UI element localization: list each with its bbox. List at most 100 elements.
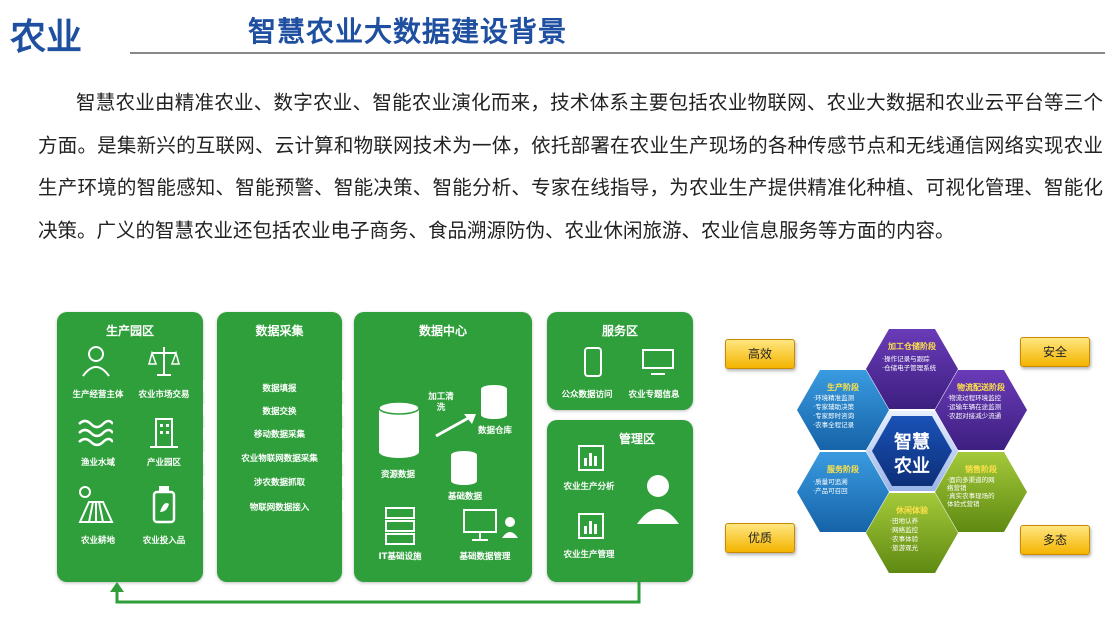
page-title: 智慧农业大数据建设背景 [248, 15, 568, 48]
hex-line: 体验式营销 [947, 500, 980, 508]
production-item-5: 农业耕地 [80, 536, 115, 546]
flow-arrow [342, 452, 354, 464]
collection-item-1: 数据填报 [262, 384, 297, 394]
hex-line: ·田地认养 [890, 517, 919, 525]
collection-panel: 数据采集 数据填报 数据交换 移动数据采集 农业物联网数据采集 涉农数据抓取 物… [217, 312, 342, 582]
hex-line: 络营销 [947, 484, 967, 492]
production-item-6: 农业投入品 [142, 536, 186, 546]
hex-title: 休闲体验 [896, 506, 928, 515]
management-item-1: 农业生产分析 [563, 482, 615, 492]
hex-title: 服务阶段 [827, 465, 859, 474]
header: 农业 智慧农业大数据建设背景 [0, 0, 1110, 62]
tag-quality: 优质 [725, 523, 795, 553]
service-item-2: 农业专题信息 [628, 390, 680, 400]
manager-icon [637, 475, 679, 524]
flow-arrow [203, 452, 215, 464]
water-icon [78, 419, 113, 447]
service-item-1: 公众数据访问 [561, 390, 613, 400]
hex-line: ·操作记录与跟踪 [882, 355, 930, 363]
center-line-2: 农业 [894, 456, 930, 477]
building-icon [150, 418, 178, 448]
bottle-icon [152, 486, 176, 524]
architecture-diagram: 生产园区 生产经营主体 农业市场交易 渔业水域 产业园区 农业耕地 农业投入品 … [57, 312, 693, 607]
management-title: 管理区 [618, 432, 655, 446]
hex-line: ·运输车辆在途监测 [947, 403, 1002, 411]
intro-paragraph: 智慧农业由精准农业、数字农业、智能农业演化而来，技术体系主要包括农业物联网、农业… [38, 91, 1103, 242]
title-divider [130, 52, 1105, 54]
hex-line: ·专家即时咨询 [813, 412, 855, 420]
base-db-icon [451, 451, 477, 485]
tag-diverse: 多态 [1020, 525, 1090, 555]
server-icon [385, 507, 415, 545]
flow-arrow [203, 500, 215, 512]
collection-item-5: 涉农数据抓取 [253, 478, 305, 488]
monitor-icon [642, 349, 674, 375]
hex-line: ·农事体验 [890, 535, 919, 543]
tag-efficient: 高效 [725, 339, 795, 369]
datacenter-title: 数据中心 [418, 324, 467, 338]
hex-line: ·旅游观光 [890, 544, 919, 552]
scale-icon [148, 347, 180, 376]
flow-arrow [342, 404, 354, 416]
production-title: 生产园区 [105, 324, 154, 338]
collection-title: 数据采集 [255, 324, 304, 338]
flow-arrow [203, 428, 215, 440]
chart-doc-icon [578, 445, 604, 471]
datacenter-item-5: IT基础设施 [378, 552, 422, 562]
hex-line: ·农超对接减少流通 [947, 412, 1002, 420]
hex-line: ·环境精准监测 [813, 394, 855, 402]
collection-item-6: 物联网数据接入 [249, 503, 310, 513]
datacenter-item-1: 加工清洗 [428, 392, 454, 413]
warehouse-db-icon [481, 385, 507, 419]
collection-item-2: 数据交换 [262, 407, 297, 417]
service-panel: 服务区 公众数据访问 农业专题信息 [547, 312, 693, 410]
hexagon-diagram: 高效 安全 优质 多态 加工仓储阶段 ·操作记录与跟踪 ·仓储电子管理系统 生产… [715, 325, 1110, 585]
production-panel: 生产园区 生产经营主体 农业市场交易 渔业水域 产业园区 农业耕地 农业投入品 [57, 312, 203, 582]
hex-line: ·专家辅助决策 [813, 403, 855, 411]
flow-arrow [203, 380, 215, 392]
arrow-icon [435, 414, 476, 438]
datacenter-item-6: 基础数据管理 [459, 552, 511, 562]
hex-line: ·产品可召回 [813, 487, 848, 495]
collection-item-4: 农业物联网数据采集 [241, 454, 318, 464]
flow-arrow [203, 404, 215, 416]
hex-title: 生产阶段 [827, 383, 859, 392]
hex-line: ·面向多渠道的网 [947, 476, 995, 484]
center-line-1: 智慧 [894, 432, 930, 453]
datacenter-item-4: 基础数据 [447, 492, 482, 502]
phone-icon [584, 347, 602, 377]
chart-doc-icon [578, 513, 604, 539]
production-item-2: 农业市场交易 [138, 390, 190, 400]
hex-line: ·网络监控 [890, 526, 919, 534]
hex-line: ·真实农事现场的 [947, 492, 995, 500]
hex-line: ·农事全程记录 [813, 421, 855, 429]
hex-title: 加工仓储阶段 [888, 342, 936, 351]
flow-arrow [342, 380, 354, 392]
service-title: 服务区 [601, 324, 638, 338]
production-item-1: 生产经营主体 [72, 390, 124, 400]
collection-item-3: 移动数据采集 [253, 430, 305, 440]
flow-arrow [342, 476, 354, 488]
flow-arrow [342, 500, 354, 512]
flow-arrow [203, 476, 215, 488]
management-item-2: 农业生产管理 [563, 550, 615, 560]
hex-title: 销售阶段 [965, 465, 997, 474]
management-panel: 管理区 农业生产分析 农业生产管理 [547, 420, 693, 582]
datacenter-item-3: 资源数据 [380, 470, 415, 480]
production-item-4: 产业园区 [146, 458, 181, 468]
flow-arrow [342, 428, 354, 440]
production-item-3: 渔业水域 [80, 458, 115, 468]
person-icon [82, 346, 110, 377]
section-label: 农业 [10, 17, 83, 58]
monitor-user-icon [463, 509, 518, 541]
datacenter-item-2: 数据仓库 [477, 426, 512, 436]
feedback-arrow [110, 582, 641, 604]
database-icon [378, 401, 420, 458]
hex-title: 物流配送阶段 [957, 383, 1005, 392]
field-icon [78, 486, 114, 523]
datacenter-panel: 数据中心 资源数据 加工清洗 数据仓库 基础数据 IT基础设施 基础数据管理 [354, 312, 532, 582]
hex-line: ·质量可追溯 [813, 478, 848, 486]
hex-line: ·仓储电子管理系统 [882, 364, 937, 372]
hex-line: ·物流过程环境监控 [947, 394, 1002, 402]
tag-safe: 安全 [1020, 337, 1090, 367]
